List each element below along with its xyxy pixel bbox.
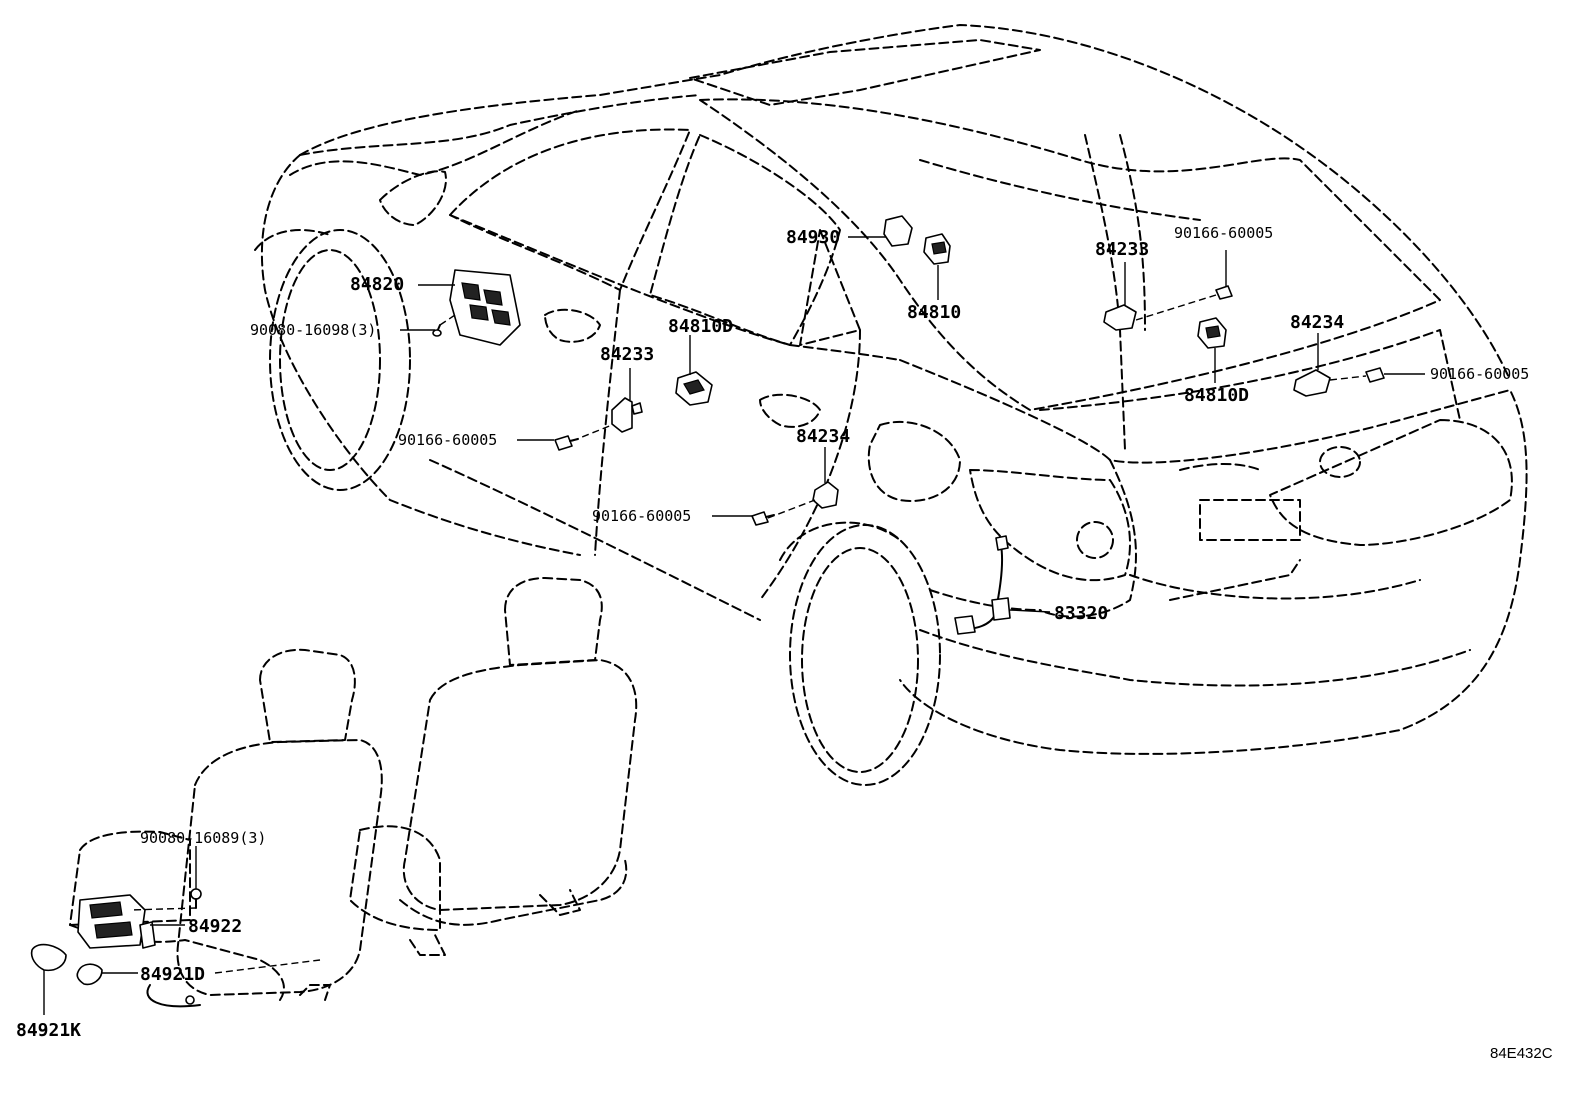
switch-84930 bbox=[883, 215, 913, 247]
label-84820: 84820 bbox=[350, 274, 404, 295]
switch-84810d-center bbox=[675, 371, 713, 406]
door-courtesy-switch-84234-right bbox=[1293, 369, 1331, 397]
knob-84921k bbox=[30, 943, 67, 972]
screw-90166-center-icon bbox=[751, 511, 775, 526]
label-83320: 83320 bbox=[1054, 603, 1108, 624]
label-90166-center: 90166-60005 bbox=[592, 507, 691, 525]
label-84810d-center: 84810D bbox=[668, 316, 733, 337]
label-84234-center: 84234 bbox=[796, 426, 850, 447]
knob-84921d bbox=[76, 963, 103, 986]
label-90166-left: 90166-60005 bbox=[398, 431, 497, 449]
power-window-master-switch bbox=[449, 269, 521, 346]
part-number-labels: 84820 90080-16098(3) 84233 84810D 90166-… bbox=[16, 224, 1553, 1062]
screw-90080-16089-icon bbox=[190, 888, 202, 909]
label-84810d-right: 84810D bbox=[1184, 385, 1249, 406]
sender-assembly-83320 bbox=[954, 535, 1011, 635]
label-84921d: 84921D bbox=[140, 964, 205, 985]
door-courtesy-switch-84234-center bbox=[812, 481, 839, 509]
label-84921k: 84921K bbox=[16, 1020, 81, 1041]
screw-90166-top-right-icon bbox=[1215, 285, 1233, 300]
switch-84810 bbox=[923, 233, 951, 265]
door-courtesy-switch-left bbox=[611, 397, 643, 433]
door-courtesy-switch-right bbox=[1103, 304, 1137, 331]
reference-code: 84E432C bbox=[1490, 1045, 1553, 1062]
label-84922: 84922 bbox=[188, 916, 242, 937]
leader-lines bbox=[43, 236, 1425, 1015]
screw-90166-left-icon bbox=[554, 435, 579, 451]
label-84233-left: 84233 bbox=[600, 344, 654, 365]
label-84234-right: 84234 bbox=[1290, 312, 1344, 333]
front-seat-outline bbox=[349, 577, 638, 956]
car-body-outline bbox=[254, 24, 1528, 786]
label-84233-right: 84233 bbox=[1095, 239, 1149, 260]
switch-84810d-right bbox=[1197, 317, 1227, 349]
label-90080-16098: 90080-16098(3) bbox=[250, 321, 376, 339]
label-90166-top-right: 90166-60005 bbox=[1174, 224, 1273, 242]
label-90166-right: 90166-60005 bbox=[1430, 365, 1529, 383]
label-84810: 84810 bbox=[907, 302, 961, 323]
screw-90166-right-icon bbox=[1365, 367, 1385, 383]
label-90080-16089: 90080-16089(3) bbox=[140, 829, 266, 847]
label-84930: 84930 bbox=[786, 227, 840, 248]
screw-icon bbox=[432, 324, 442, 337]
rear-seat-outline bbox=[69, 648, 383, 1008]
seat-switch-84922 bbox=[77, 894, 156, 949]
